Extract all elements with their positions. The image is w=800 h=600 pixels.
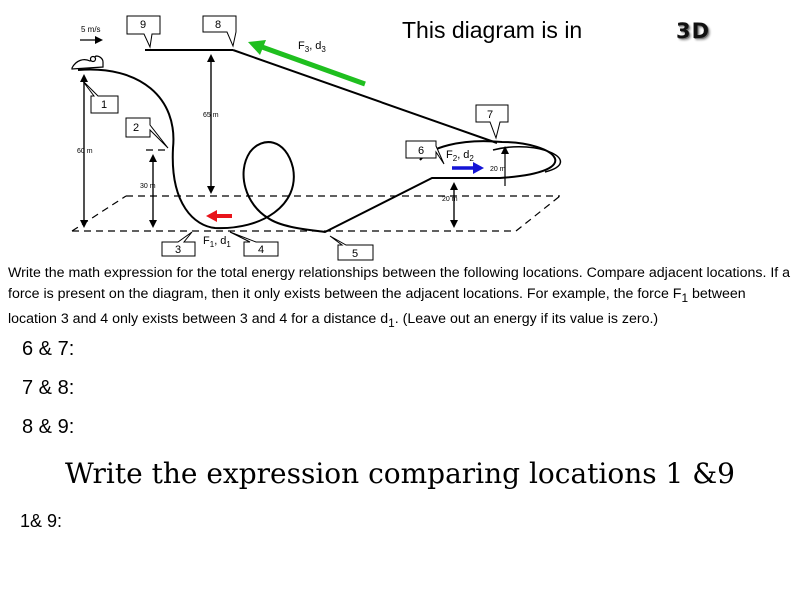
force-label-f1: F1, d1 bbox=[203, 235, 231, 249]
location-label-3: 3 bbox=[175, 244, 181, 256]
speed-label: 5 m/s bbox=[81, 25, 101, 34]
question-8-9: 8 & 9: bbox=[22, 416, 75, 438]
ground-plane bbox=[71, 149, 561, 232]
force-arrow-f3 bbox=[248, 40, 366, 87]
comparison-heading: Write the expression comparing locations… bbox=[65, 457, 735, 490]
location-label-5: 5 bbox=[352, 248, 358, 260]
location-label-4: 4 bbox=[258, 244, 264, 256]
question-1-9: 1& 9: bbox=[20, 511, 63, 531]
height-label-7: 20 m bbox=[490, 166, 506, 173]
location-numbers: 1 2 3 4 5 6 7 8 9 bbox=[101, 19, 493, 260]
force-label-f3: F3, d3 bbox=[298, 40, 326, 54]
location-label-9: 9 bbox=[140, 19, 146, 31]
diagram-title: This diagram is in bbox=[402, 17, 583, 43]
force-arrow-f2 bbox=[452, 162, 484, 174]
height-label-2: 30 m bbox=[140, 183, 156, 190]
location-label-2: 2 bbox=[133, 122, 139, 134]
3d-badge: 3D bbox=[676, 19, 711, 43]
location-label-7: 7 bbox=[487, 109, 493, 121]
instructions-text: Write the math expression for the total … bbox=[8, 265, 791, 330]
height-label-1: 60 m bbox=[77, 148, 93, 155]
force-label-f2: F2, d2 bbox=[446, 149, 474, 163]
coaster-track bbox=[77, 49, 562, 234]
location-label-1: 1 bbox=[101, 99, 107, 111]
location-label-8: 8 bbox=[215, 19, 221, 31]
roller-coaster-diagram: 5 m/s 60 m 30 m 65 m 20 m 20 m F1, d1 F2… bbox=[71, 15, 562, 261]
location-label-6: 6 bbox=[418, 145, 424, 157]
location-callouts bbox=[81, 15, 509, 261]
force-arrow-f1 bbox=[206, 210, 232, 222]
height-label-6: 20 m bbox=[442, 196, 458, 203]
height-label-8: 65 m bbox=[203, 112, 219, 119]
height-markers bbox=[80, 54, 509, 228]
question-6-7: 6 & 7: bbox=[22, 338, 75, 360]
question-7-8: 7 & 8: bbox=[22, 377, 75, 399]
coaster-car-icon bbox=[71, 55, 104, 70]
